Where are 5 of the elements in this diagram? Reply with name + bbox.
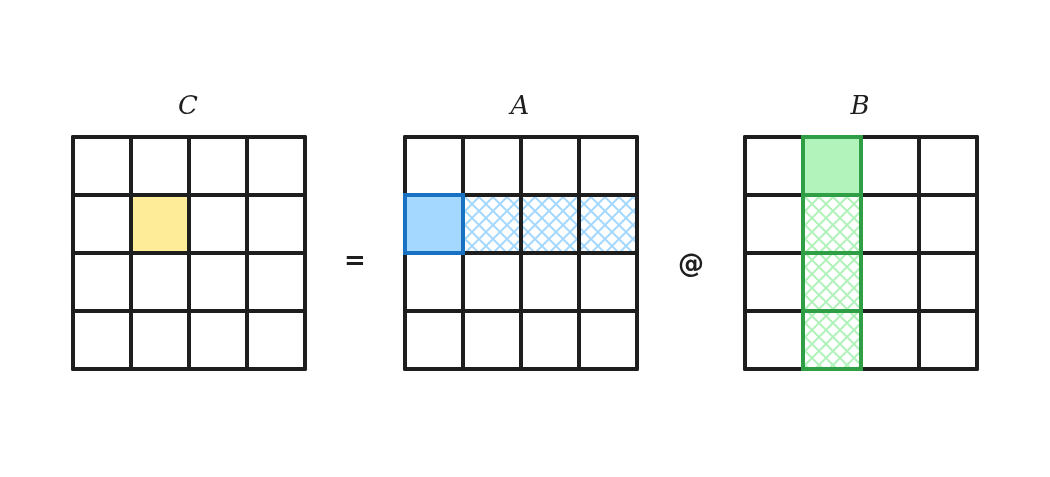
matrix-label: C [178, 90, 198, 120]
matrix-label: B [850, 90, 870, 120]
operator-symbol: = [344, 245, 366, 275]
operator-symbol: @ [678, 248, 704, 278]
matrix-label: A [510, 90, 530, 120]
